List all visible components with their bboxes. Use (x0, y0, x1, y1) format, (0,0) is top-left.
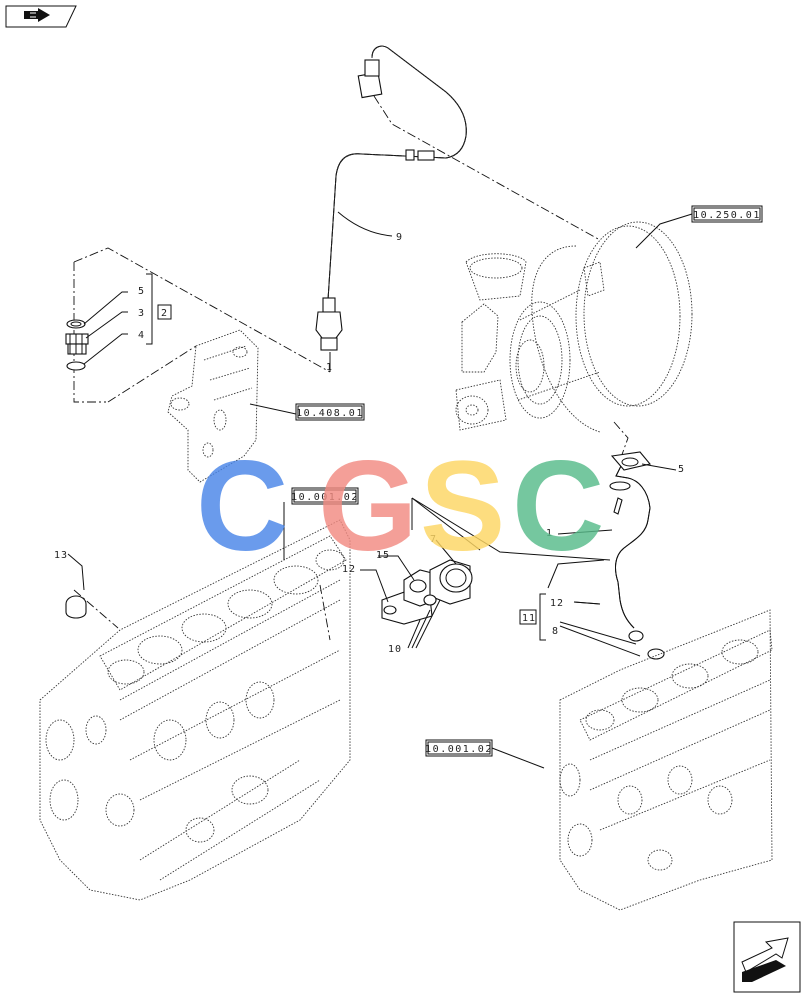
pipe-bracket (360, 498, 473, 649)
ref-label-block-top: 10.001.02 (291, 492, 359, 503)
book-arrow-icon[interactable] (5, 5, 77, 28)
watermark-letter-1: C (196, 435, 288, 578)
part-label-8: 8 (552, 626, 559, 637)
part-label-1-right: 1 (546, 528, 553, 539)
part-label-13: 13 (54, 550, 68, 561)
watermark-letter-2: G (318, 435, 418, 578)
turbocharger (455, 213, 693, 433)
part-label-12-right: 12 (550, 598, 564, 609)
ref-label-block-bottom: 10.001.02 (425, 744, 493, 755)
ref-box-block-bottom[interactable]: 10.001.02 (425, 739, 493, 757)
engine-block-right (491, 609, 773, 911)
part-label-10: 10 (388, 644, 402, 655)
construction-lines (73, 95, 629, 641)
plug (65, 553, 87, 619)
part-label-15: 15 (376, 550, 390, 561)
part-label-3: 3 (138, 308, 145, 319)
ref-label-plate: 10.408.01 (296, 408, 364, 419)
part-label-5-right: 5 (678, 464, 685, 475)
oil-return-pipe (519, 451, 677, 660)
ref-label-turbo: 10.250.01 (693, 210, 761, 221)
next-page-arrow-icon[interactable] (733, 921, 801, 993)
part-label-5-left: 5 (138, 286, 145, 297)
banjo-fitting (65, 273, 172, 371)
oil-feed-pipe (315, 45, 467, 351)
part-label-1-top: 1 (326, 362, 333, 373)
watermark-letter-4: C (512, 435, 604, 578)
watermark-logo: C G S C (196, 435, 604, 578)
watermark-letter-3: S (420, 435, 505, 578)
cover-plate (167, 329, 297, 483)
part-label-9: 9 (396, 232, 403, 243)
part-label-2: 2 (161, 308, 168, 319)
ref-box-turbo[interactable]: 10.250.01 (691, 205, 763, 223)
engine-block-left (39, 502, 351, 901)
ref-box-plate[interactable]: 10.408.01 (295, 403, 365, 421)
ref-box-block-top[interactable]: 10.001.02 (291, 487, 359, 505)
part-label-4: 4 (138, 330, 145, 341)
part-label-12-left: 12 (342, 564, 356, 575)
part-label-7: 7 (430, 534, 437, 545)
part-label-11: 11 (522, 613, 536, 624)
